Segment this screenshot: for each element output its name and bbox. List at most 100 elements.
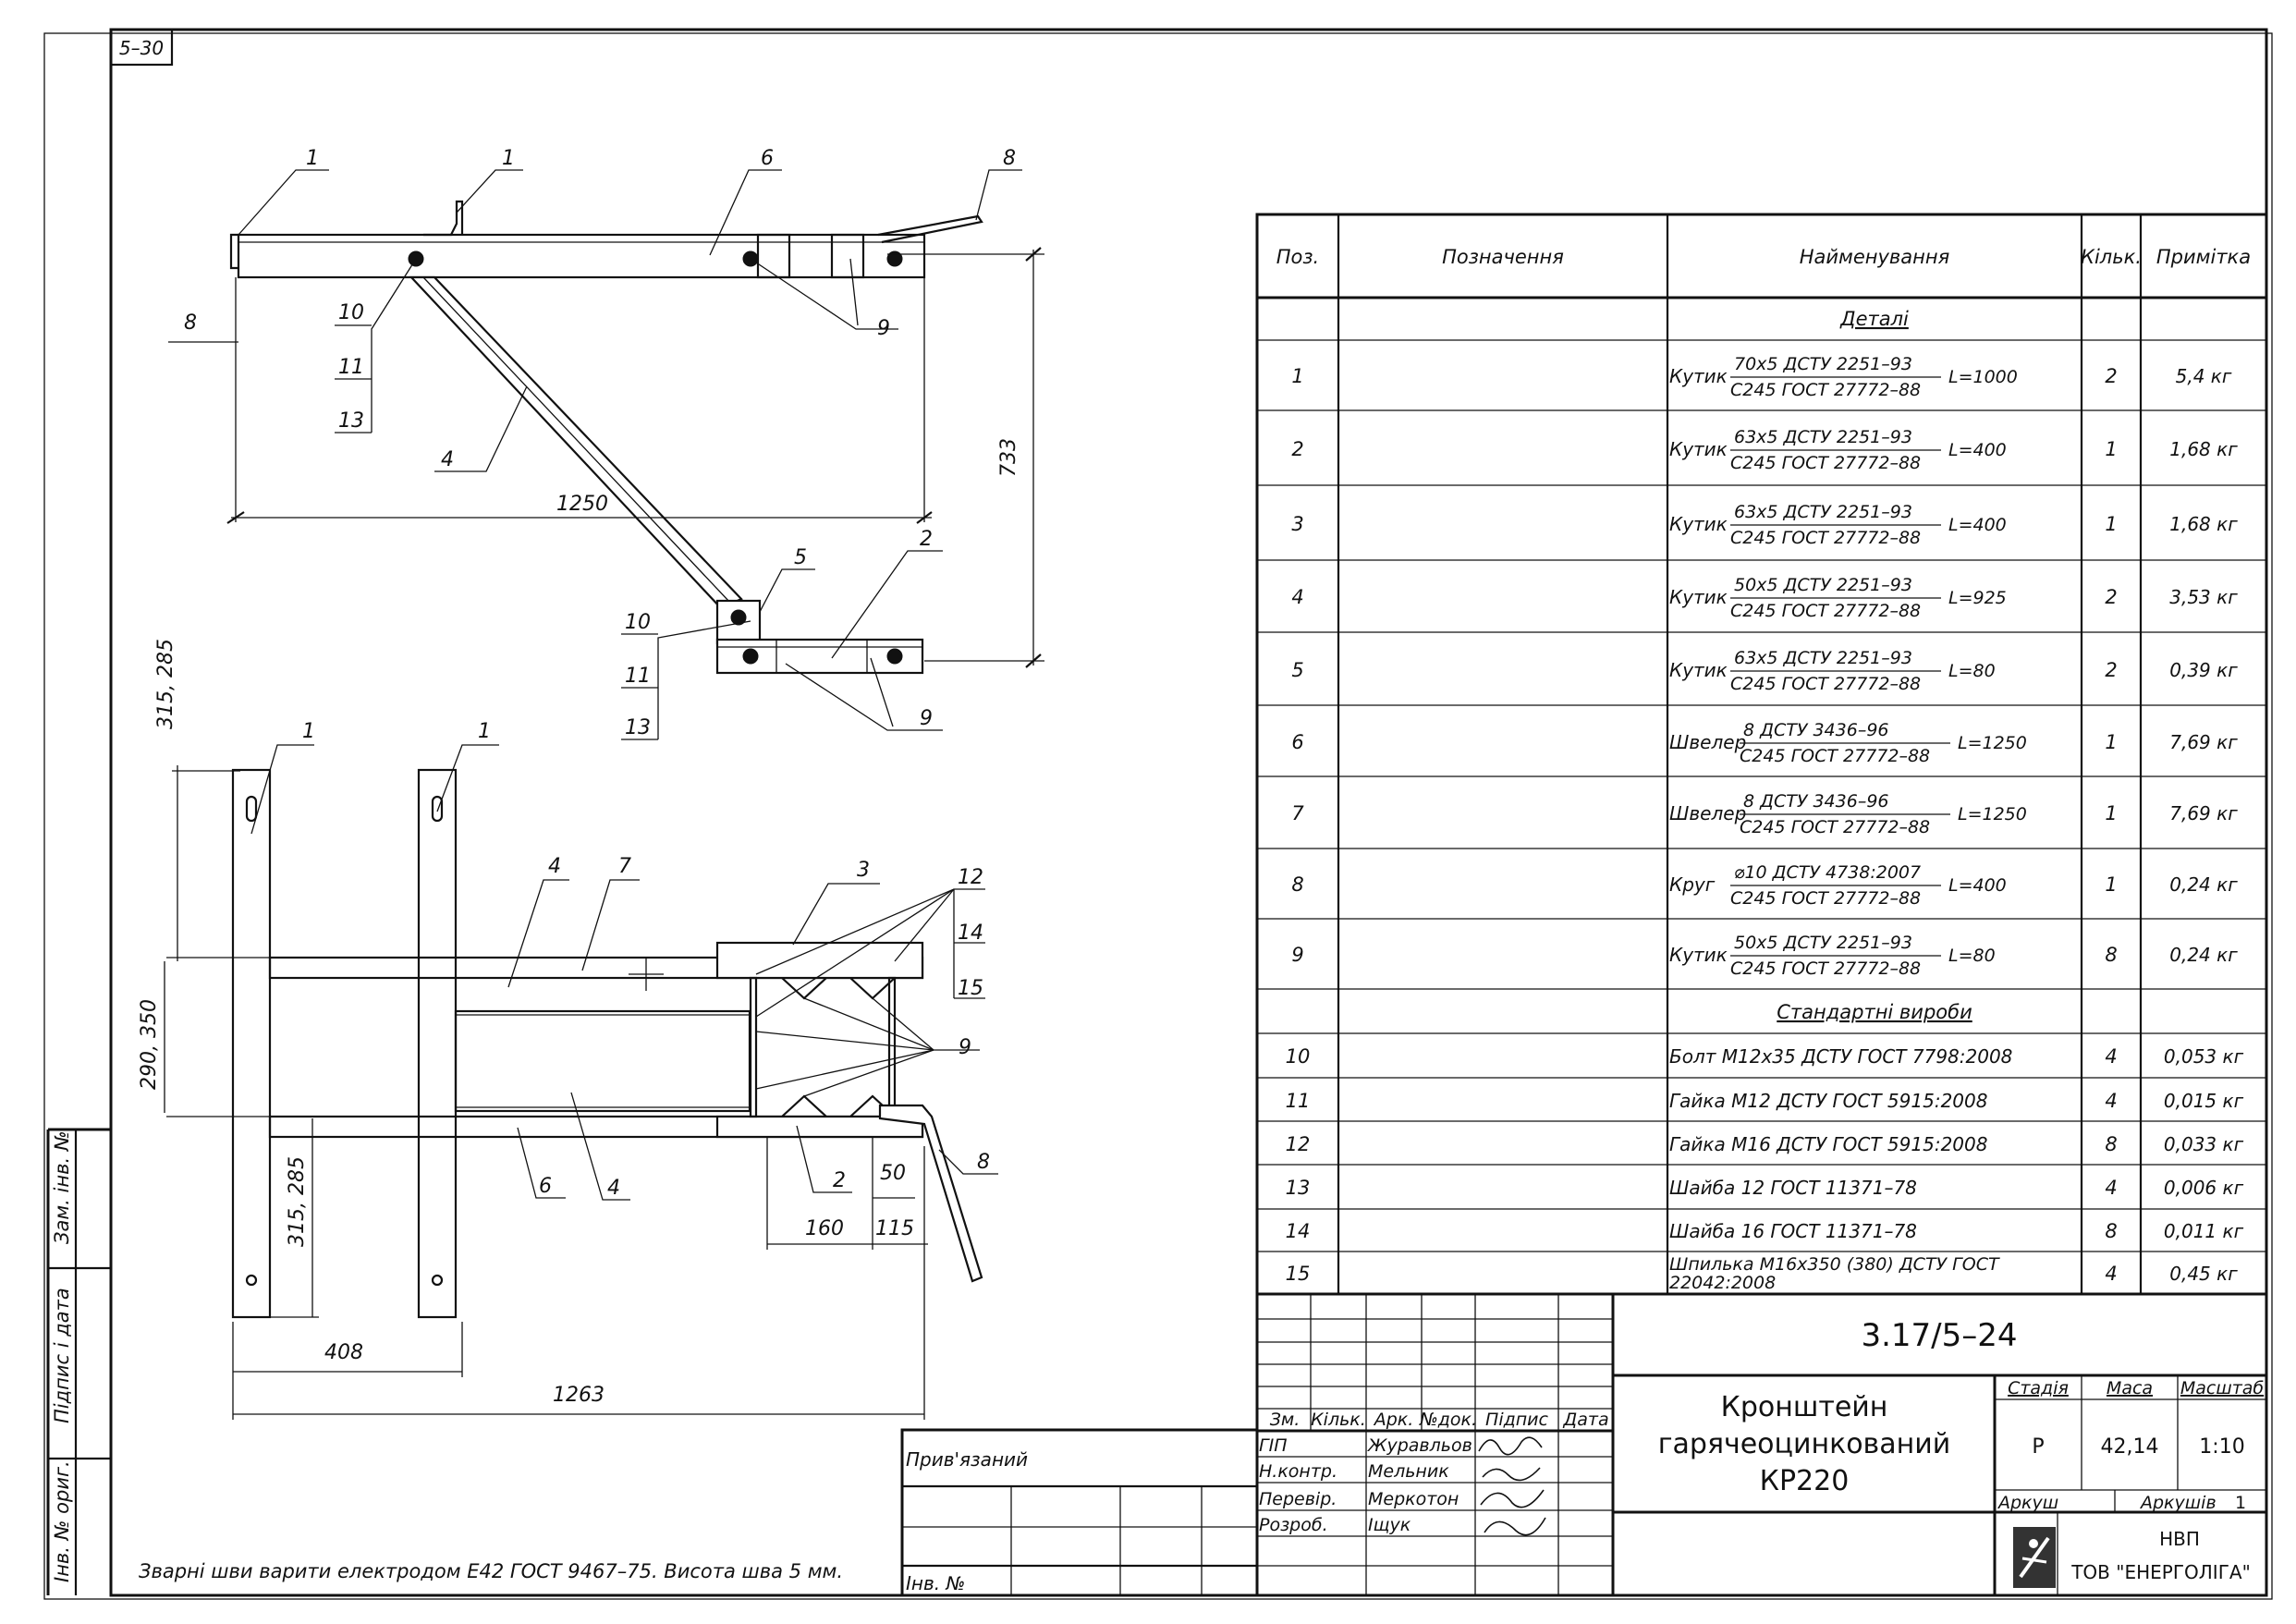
welding-note: Зварні шви варити електродом Е42 ГОСТ 94… [139,1560,843,1582]
row-qty: 1 [2105,438,2117,460]
svg-text:15: 15 [958,977,983,1000]
svg-text:3: 3 [857,859,870,882]
row-spec-denominator: С245 ГОСТ 27772–88 [1730,959,1921,979]
row-qty: 4 [2105,1045,2117,1068]
svg-text:10: 10 [625,611,651,634]
signature-4 [1484,1517,1546,1536]
svg-text:4: 4 [607,1177,620,1200]
row-pos: 8 [1291,873,1303,896]
stamp-zam-inv: Зам. інв. № [51,1130,73,1244]
row-spec-denominator: С245 ГОСТ 27772–88 [1740,746,1930,766]
row-length: L=1000 [1948,367,2018,387]
plan-angle-2 [715,1115,924,1139]
row-pos: 14 [1286,1220,1311,1242]
svg-text:Стадія: Стадія [2008,1378,2069,1398]
dim-290-350: 290, 350 [138,999,161,1090]
row-spec-denominator: С245 ГОСТ 27772–88 [1730,601,1921,621]
row-pos: 13 [1286,1177,1311,1199]
sheet-code: 5–30 [119,37,164,59]
svg-text:Кільк.: Кільк. [1311,1410,1366,1430]
signature-2 [1482,1467,1541,1482]
svg-text:7: 7 [618,855,631,878]
row-text: Шайба 12 ГОСТ 11371–78 [1669,1177,1917,1199]
angle-1-right [417,768,458,1319]
row-spec-denominator: С245 ГОСТ 27772–88 [1730,380,1921,400]
row-spec-denominator: С245 ГОСТ 27772–88 [1730,674,1921,694]
row-pos: 10 [1286,1045,1311,1068]
signature-1 [1478,1436,1543,1456]
svg-text:1: 1 [302,720,315,743]
row-pos: 6 [1291,731,1303,753]
svg-text:12: 12 [958,866,983,889]
angle-1-left [231,768,272,1319]
spec-table [1255,213,2268,1296]
row-name: Кутик [1669,586,1728,608]
row-text: Шайба 16 ГОСТ 11371–78 [1669,1220,1917,1242]
title-line-2: гарячеоцинкований [1658,1428,1950,1460]
row-length: L=400 [1948,440,2007,460]
svg-text:11: 11 [625,665,651,688]
row-qty: 2 [2105,659,2117,681]
row-name: Кутик [1669,659,1728,681]
row-pos: 3 [1291,513,1303,535]
row-spec-numerator: 63х5 ДСТУ 2251–93 [1734,502,1912,522]
svg-text:Масштаб: Масштаб [2180,1378,2265,1398]
signature-3 [1480,1489,1545,1508]
row-note: 0,24 кг [2169,873,2238,896]
row-name: Кутик [1669,365,1728,387]
row-name: Кутик [1669,438,1728,460]
row-length: L=925 [1948,588,2007,608]
row-text: Болт М12х35 ДСТУ ГОСТ 7798:2008 [1669,1045,2012,1068]
row-pos: 4 [1291,586,1303,608]
section-standard: Стандартні вироби [1777,1001,1972,1023]
row-qty: 4 [2105,1090,2117,1112]
svg-text:2: 2 [920,528,933,551]
row-note: 0,011 кг [2164,1220,2244,1242]
scale-value: 1:10 [2199,1435,2244,1459]
svg-text:Іщук: Іщук [1368,1515,1411,1535]
row-pos: 15 [1286,1263,1311,1285]
svg-text:13: 13 [625,716,651,739]
svg-text:Мельник: Мельник [1368,1461,1449,1482]
stamp-pidpys: Підпис і дата [51,1288,73,1423]
svg-text:Примітка: Примітка [2156,246,2251,268]
row-note: 0,39 кг [2169,659,2238,681]
mass-value: 42,14 [2101,1435,2159,1459]
section-details: Деталі [1839,308,1909,330]
svg-text:6: 6 [761,147,774,170]
row-length: L=80 [1948,946,1996,966]
row-qty: 8 [2105,1220,2117,1242]
svg-text:Підпис: Підпис [1485,1410,1548,1430]
doc-code: 3.17/5–24 [1861,1317,2017,1354]
spec-table-headers: Поз. Позначення Найменування Кільк. Прим… [1276,246,2251,268]
row-length: L=400 [1948,875,2007,896]
svg-text:8: 8 [1003,147,1016,170]
dim-733: 733 [997,438,1020,477]
row-text: Шпилька М16х350 (380) ДСТУ ГОСТ [1669,1254,2000,1275]
row-spec-denominator: С245 ГОСТ 27772–88 [1730,888,1921,909]
dim-115: 115 [875,1217,914,1240]
title-line-1: Кронштейн [1721,1391,1888,1423]
plan-view: 315, 285 290, 350 315, 285 408 1263 160 … [138,639,998,1420]
angle-3 [715,941,924,980]
svg-text:1: 1 [502,147,515,170]
svg-text:1: 1 [478,720,491,743]
row-spec-denominator: С245 ГОСТ 27772–88 [1740,817,1930,837]
row-note: 7,69 кг [2169,802,2238,824]
svg-text:Дата: Дата [1562,1410,1608,1430]
row-length: L=80 [1948,661,1996,681]
row-spec-numerator: ⌀10 ДСТУ 4738:2007 [1734,862,1921,883]
row-spec-numerator: 50х5 ДСТУ 2251–93 [1734,933,1912,953]
row-note: 1,68 кг [2169,438,2238,460]
row-qty: 1 [2105,513,2117,535]
row-pos: 11 [1286,1090,1311,1112]
svg-text:Найменування: Найменування [1800,246,1950,268]
